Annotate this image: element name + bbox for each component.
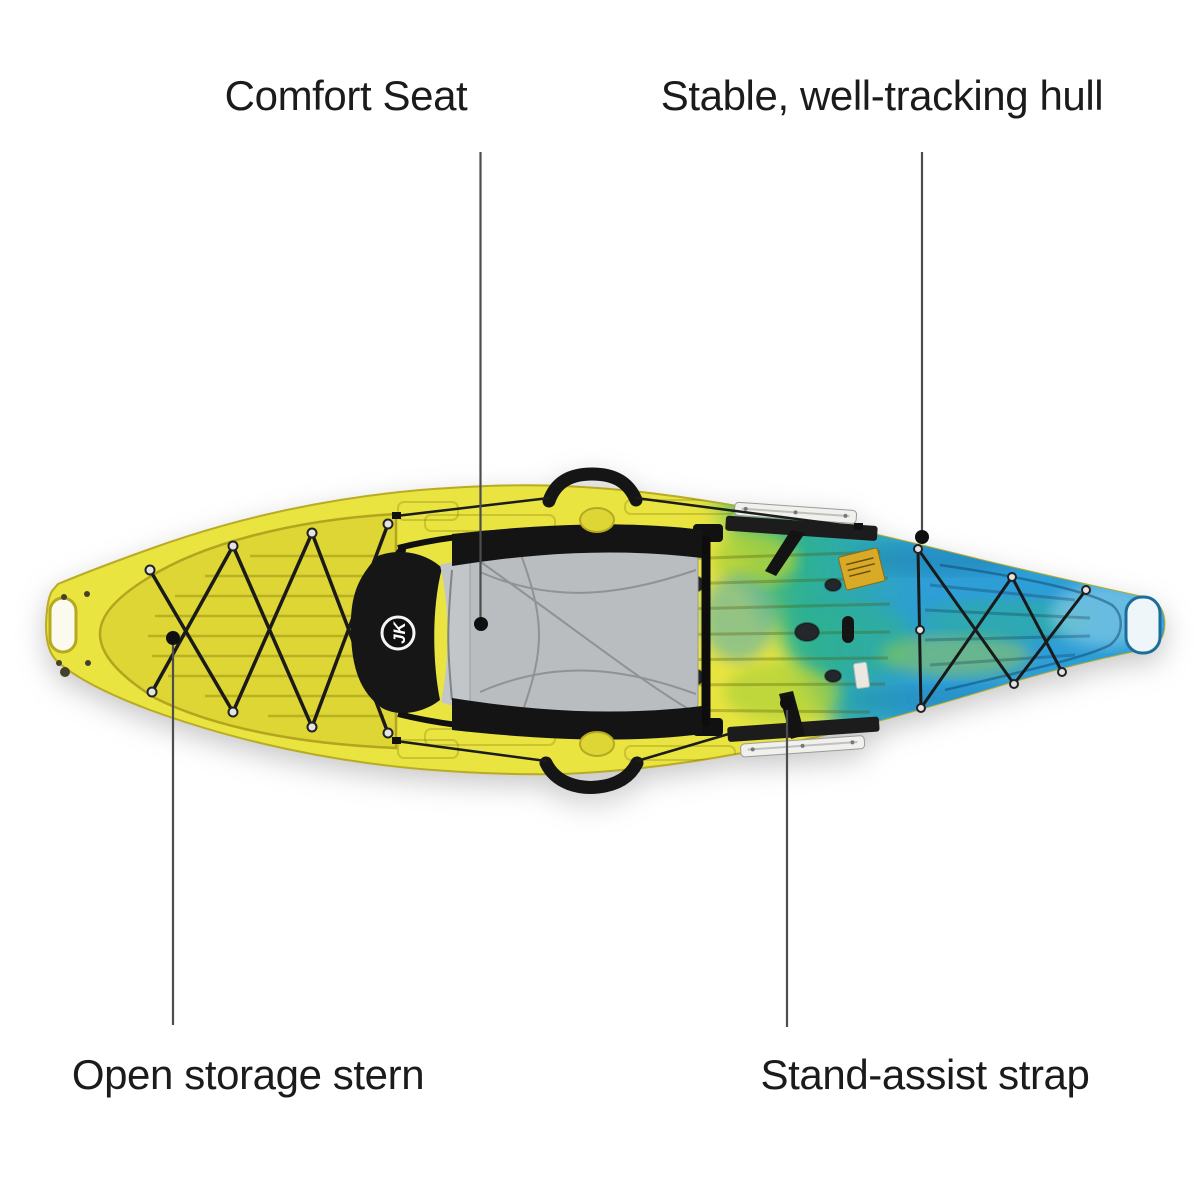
kayak: JK bbox=[45, 467, 1166, 794]
callout-label-hull: Stable, well-tracking hull bbox=[660, 72, 1104, 119]
seat-logo-badge bbox=[380, 615, 416, 651]
bow-handle bbox=[1124, 595, 1162, 655]
stern-bungee-eyelets bbox=[144, 518, 394, 739]
deck-recess-bottom bbox=[579, 731, 615, 757]
marker-dot-comfort-seat bbox=[474, 617, 488, 631]
seat-top-band bbox=[452, 524, 702, 566]
seat-logo-text: JK bbox=[390, 620, 409, 643]
callout-label-strap: Stand-assist strap bbox=[760, 1051, 1090, 1098]
stern-bungee-lacing bbox=[148, 522, 390, 735]
seat-seams bbox=[477, 551, 697, 714]
stern-handle bbox=[48, 591, 91, 677]
bow-bungee-eyelets bbox=[913, 544, 1091, 713]
deck-recess-top bbox=[579, 507, 615, 533]
bow-deck bbox=[924, 563, 1122, 692]
marker-dot-hull bbox=[915, 530, 929, 544]
center-fitting bbox=[842, 616, 854, 643]
warning-sticker bbox=[838, 547, 886, 591]
marker-dot-storage bbox=[166, 631, 180, 645]
seat-bottom-band bbox=[452, 698, 702, 740]
stand-assist-strap-top bbox=[765, 530, 805, 576]
bow-bungee-lacing bbox=[916, 547, 1088, 710]
callout-leaders bbox=[166, 152, 929, 1027]
marker-dot-strap bbox=[780, 696, 794, 710]
seat-cushion bbox=[469, 548, 699, 716]
carry-handles bbox=[392, 467, 863, 794]
callout-label-comfort-seat: Comfort Seat bbox=[224, 72, 468, 119]
small-sticker bbox=[853, 661, 870, 689]
callout-label-storage: Open storage stern bbox=[71, 1051, 425, 1098]
seat: JK bbox=[350, 524, 723, 740]
